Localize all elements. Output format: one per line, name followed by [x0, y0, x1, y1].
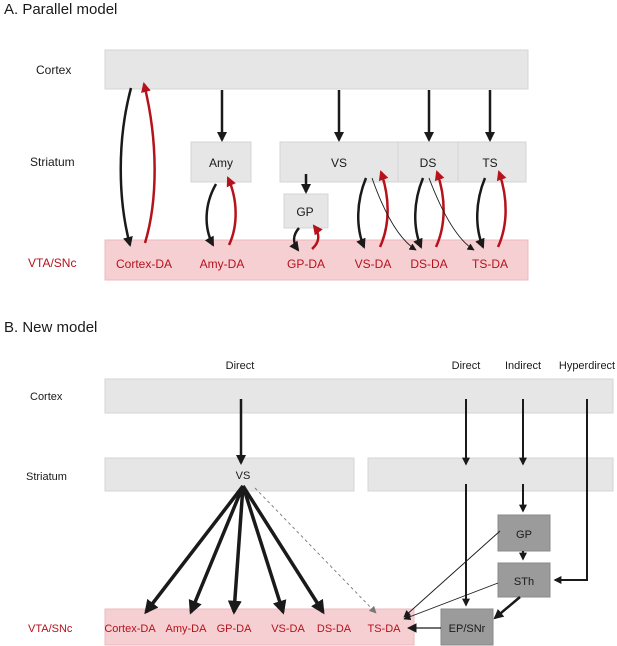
- arrow-gp-tsda: [403, 530, 501, 618]
- row-label-cortex-b: Cortex: [30, 391, 63, 403]
- ts-box: [457, 141, 527, 183]
- arrow-ds-to-dsda: [413, 177, 425, 249]
- arrow-gp-to-gpda: [289, 227, 300, 252]
- arrow-vs-to-dsda-thin: [371, 177, 417, 251]
- row-label-cortex-a: Cortex: [36, 63, 71, 77]
- sth-label: STh: [514, 576, 534, 588]
- arrow-vs-cortexda: [144, 484, 245, 615]
- arrow-amy-to-amyda: [204, 183, 218, 247]
- arrow-ds-to-tsda-thin: [428, 177, 475, 251]
- epsnr-label: EP/SNr: [449, 623, 486, 635]
- arrow-sth-epsnr: [493, 596, 521, 620]
- arrow-vsda-to-vs: [378, 170, 389, 248]
- arrow-vs-vsda: [241, 485, 287, 615]
- arrow-tsda-to-ts: [496, 170, 507, 248]
- panel-a: A. Parallel model Cortex Striatum VTA/SN…: [4, 1, 529, 281]
- arrow-sth-tsda: [403, 582, 499, 621]
- gp-da-label-b: GP-DA: [217, 623, 253, 635]
- cortex-box-a: [104, 49, 529, 90]
- amy-label: Amy: [209, 156, 233, 170]
- header-indirect: Indirect: [505, 360, 541, 372]
- gp-label-b: GP: [516, 529, 532, 541]
- epsnr-box: [440, 608, 494, 646]
- sth-box: [497, 562, 551, 598]
- header-hyperdirect: Hyperdirect: [559, 360, 615, 372]
- gp-da-label-a: GP-DA: [287, 257, 325, 271]
- arrow-vs-amyda: [188, 485, 245, 615]
- gp-box-b: [497, 514, 551, 552]
- arrow-vs-to-vsda: [356, 177, 368, 249]
- row-label-vta-a: VTA/SNc: [28, 256, 76, 270]
- cortex-da-label-a: Cortex-DA: [116, 257, 172, 271]
- row-label-striatum-a: Striatum: [30, 155, 75, 169]
- arrow-hyperdirect-sth: [553, 399, 588, 584]
- vs-da-label-a: VS-DA: [355, 257, 392, 271]
- arrow-vs-tsda-dashed: [254, 487, 377, 614]
- ds-box: [397, 141, 459, 183]
- panel-a-title: A. Parallel model: [4, 1, 117, 18]
- arrow-amyda-to-amy: [226, 176, 237, 246]
- vs-da-label-b: VS-DA: [271, 623, 305, 635]
- ds-label: DS: [420, 156, 437, 170]
- arrow-vs-gpda: [227, 485, 245, 615]
- arrow-ts-to-tsda: [475, 177, 487, 249]
- cortex-box-b: [104, 378, 614, 414]
- cortex-da-label-b: Cortex-DA: [104, 623, 156, 635]
- ts-da-label-a: TS-DA: [472, 257, 508, 271]
- row-label-vta-b: VTA/SNc: [28, 623, 73, 635]
- striatum-left-box-b: [104, 457, 355, 492]
- vta-box-b: [104, 608, 415, 646]
- arrow-vs-dsda: [241, 485, 325, 615]
- vs-label-a: VS: [331, 156, 347, 170]
- ts-label: TS: [482, 156, 497, 170]
- header-direct-right: Direct: [452, 360, 481, 372]
- amy-da-label-a: Amy-DA: [200, 257, 245, 271]
- arrow-cortexda-to-cortex: [141, 82, 156, 244]
- amy-box: [190, 141, 252, 183]
- ds-da-label-b: DS-DA: [317, 623, 352, 635]
- striatum-right-box-b: [367, 457, 614, 492]
- gp-box-a: [283, 193, 329, 229]
- vta-box-a: [104, 239, 529, 281]
- ds-da-label-a: DS-DA: [410, 257, 447, 271]
- arrow-gpda-to-gp: [311, 224, 323, 250]
- arrow-cortex-to-cortexda: [119, 87, 133, 247]
- panel-b-title: B. New model: [4, 319, 97, 336]
- header-direct-left: Direct: [226, 360, 255, 372]
- ts-da-label-b: TS-DA: [368, 623, 402, 635]
- vs-label-b: VS: [236, 470, 251, 482]
- row-label-striatum-b: Striatum: [26, 471, 67, 483]
- amy-da-label-b: Amy-DA: [166, 623, 208, 635]
- vs-box-a: [279, 141, 399, 183]
- panel-b: B. New model Direct Direct Indirect Hype…: [4, 319, 615, 646]
- gp-label-a: GP: [296, 205, 313, 219]
